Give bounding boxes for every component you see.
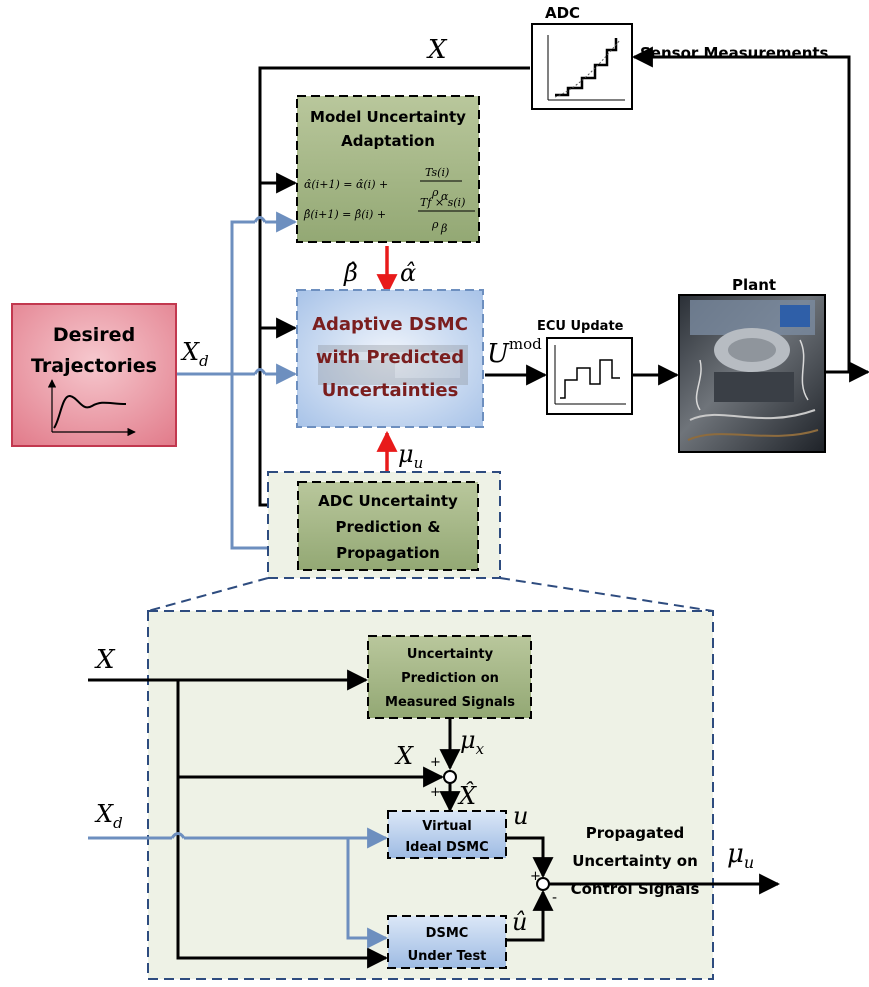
adaptive-dsmc-title-1: Adaptive DSMC [312,314,468,335]
dsmc-under-test-title-1: DSMC [426,926,469,941]
adc-uncertainty-title-3: Propagation [336,544,440,562]
adc-uncertainty-title-1: ADC Uncertainty [318,492,458,510]
adc-uncertainty-title-2: Prediction & [336,518,441,536]
virtual-ideal-dsmc-title-1: Virtual [422,819,471,834]
ecu-update-label: ECU Update [537,319,624,334]
zoom-u-wires [506,836,781,942]
ecu-update-block: ECU Update [537,319,633,415]
mu-x-label: μx [460,726,485,758]
adaptive-dsmc-block: Adaptive DSMC with Predicted Uncertainti… [296,289,484,428]
sum2-plus: + [530,869,541,884]
propagated-uncertainty-line-1: Propagated [586,824,685,842]
desired-trajectories-block: Desired Trajectories [11,303,177,447]
trajectory-mini-plot [47,379,136,437]
sum1-plus-bottom: + [430,785,441,800]
plant-block: Plant [678,276,826,453]
model-uncertainty-title-1: Model Uncertainty [310,108,466,126]
x-hat-label: X̂ [457,782,477,810]
alpha-equation-num: Ts(i) [425,166,449,179]
xd-label: Xd [180,338,209,370]
beta-equation-den-sub: β [440,222,447,235]
adc-label: ADC [545,4,580,22]
x-top-label: X [426,35,448,65]
uncertainty-prediction-title-1: Uncertainty [407,647,494,662]
beta-equation-den: ρ [431,218,439,231]
zoom-x-wires [88,669,445,969]
mu-u-label-top: μu [398,440,423,472]
summing-junction-2 [536,877,550,891]
zoom-xd-wires [88,827,389,949]
alpha-equation-lhs: α̂(i+1) = α̂(i) + [304,178,388,191]
alpha-equation-den: ρ [431,186,439,199]
beta-hat-label: β̂ [343,259,358,287]
adc-block: ADC [531,4,633,110]
model-uncertainty-adaptation-block: Model Uncertainty Adaptation α̂(i+1) = α… [296,95,480,243]
dsmc-under-test-block: DSMC Under Test [387,915,507,969]
virtual-ideal-dsmc-block: Virtual Ideal DSMC [387,810,507,859]
model-uncertainty-title-2: Adaptation [341,132,435,150]
adc-uncertainty-block: ADC Uncertainty Prediction & Propagation [297,481,479,571]
uncertainty-prediction-title-2: Prediction on [401,671,499,686]
alpha-hat-label: α̂ [400,259,416,287]
sensor-measurements-label: Sensor Measurements [640,44,829,62]
engine-image [687,300,819,441]
virtual-ideal-dsmc-title-2: Ideal DSMC [405,840,488,855]
mu-u-label-bottom: μu [727,839,754,872]
uncertainty-prediction-block: Uncertainty Prediction on Measured Signa… [367,635,532,719]
plant-label: Plant [732,276,776,294]
beta-equation-lhs: β̂(i+1) = β̂(i) + [303,208,386,221]
propagated-uncertainty-line-2: Uncertainty on [572,852,698,870]
u-mod-label: Umod [487,335,542,369]
uncertainty-prediction-title-3: Measured Signals [385,695,515,710]
zoom-x-label: X [94,645,116,675]
adaptive-dsmc-title-2: with Predicted [316,347,464,368]
ecu-step-signal [560,359,620,399]
zoom-x-sum-label: X [394,742,414,770]
adaptive-dsmc-title-3: Uncertainties [322,380,459,401]
zoom-xd-label: Xd [94,800,123,832]
dsmc-under-test-title-2: Under Test [408,949,487,964]
u-label: u [513,802,528,830]
desired-trajectories-title-2: Trajectories [31,355,157,377]
sum2-minus: - [552,890,557,906]
adc-staircase [555,38,618,97]
propagated-uncertainty-line-3: Control Signals [571,880,700,898]
beta-equation-num: Tf × s(i) [420,196,465,209]
alpha-equation-den-sub: α [441,190,449,203]
ecu-hardware-image [318,345,468,385]
sum1-plus-top: + [430,755,441,770]
desired-trajectories-title-1: Desired [53,324,135,346]
u-hat-label: û [512,908,527,936]
summing-junction-1 [443,770,457,784]
sensor-wire [631,46,869,383]
